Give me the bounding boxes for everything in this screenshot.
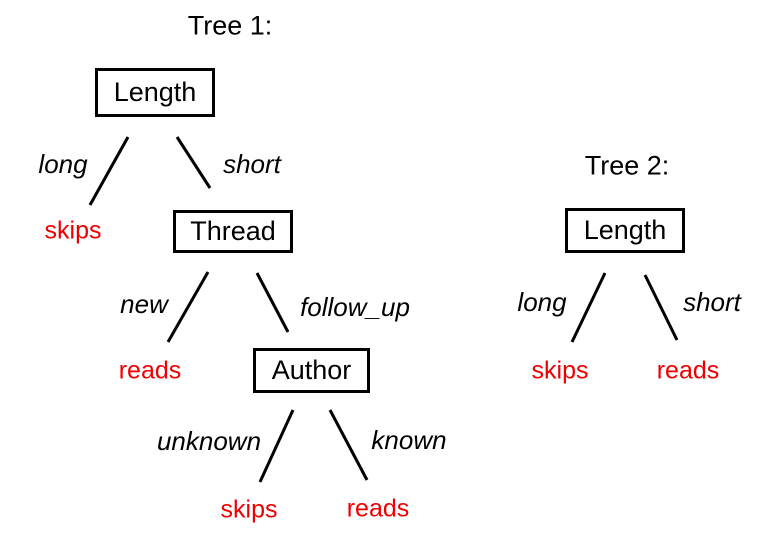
tree1-branch-short-line xyxy=(175,136,212,189)
tree1-node-length: Length xyxy=(95,68,215,117)
tree2-title: Tree 2: xyxy=(584,150,670,181)
tree1-leaf-reads-new: reads xyxy=(118,356,182,385)
tree1-edge-label-short: short xyxy=(223,149,281,179)
tree1-leaf-reads-known: reads xyxy=(346,494,410,523)
tree1-edge-label-long: long xyxy=(38,149,88,179)
tree1-title: Tree 1: xyxy=(187,10,273,41)
tree1-node-author: Author xyxy=(253,348,370,393)
tree1-node-thread: Thread xyxy=(173,210,293,253)
tree2-leaf-reads-short: reads xyxy=(656,356,720,385)
tree1-leaf-skips-unknown: skips xyxy=(220,495,278,524)
tree1-edge-label-follow-up: follow_up xyxy=(300,292,410,322)
tree2-node-length: Length xyxy=(565,208,685,253)
tree1-branch-long-line xyxy=(88,136,130,206)
tree1-branch-unknown-line xyxy=(258,409,295,483)
tree1-branch-follow-up-line xyxy=(255,272,290,333)
tree1-leaf-skips-long: skips xyxy=(44,216,102,245)
tree1-edge-label-new: new xyxy=(120,289,168,319)
tree1-edge-label-unknown: unknown xyxy=(156,426,262,456)
tree1-branch-known-line xyxy=(328,409,369,481)
tree2-leaf-skips-long: skips xyxy=(531,356,589,385)
tree2-branch-short-line xyxy=(643,274,679,341)
tree1-edge-label-known: known xyxy=(371,425,447,455)
tree2-edge-label-short: short xyxy=(683,287,741,317)
tree2-branch-long-line xyxy=(570,272,607,343)
tree1-branch-new-line xyxy=(166,271,210,343)
tree2-edge-label-long: long xyxy=(517,287,567,317)
